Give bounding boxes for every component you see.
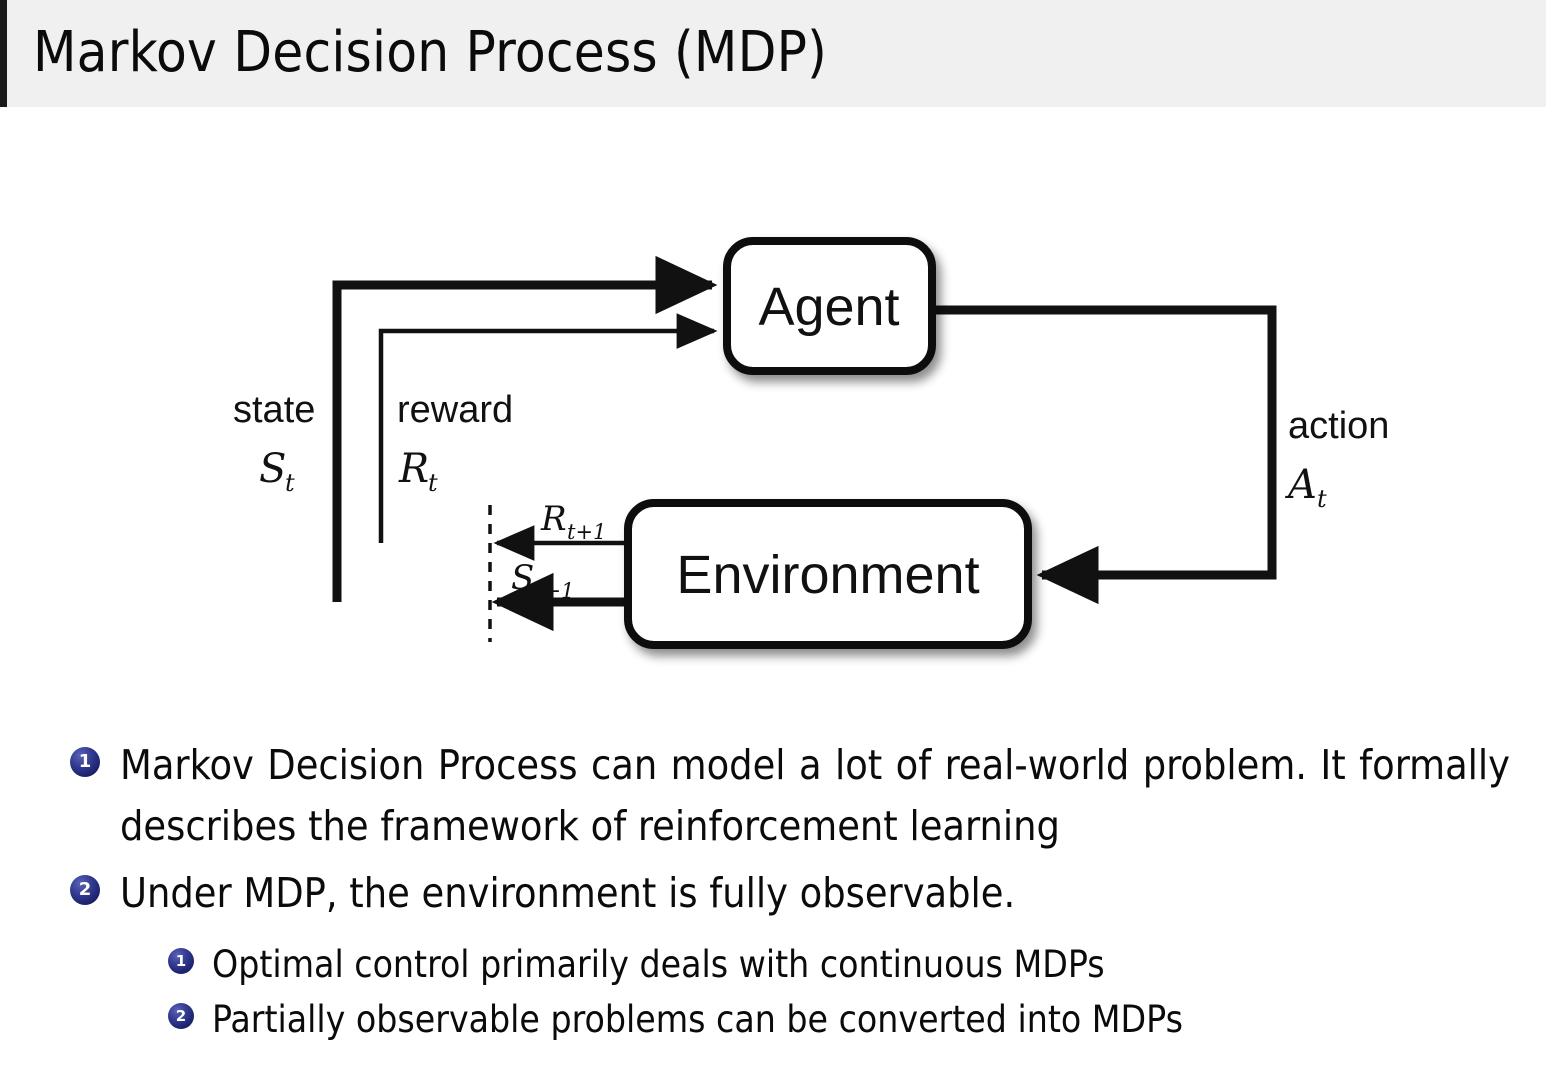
- state-symbol: S: [259, 446, 286, 492]
- action-symbol-subscript: t: [1317, 485, 1327, 513]
- bullet-text: Under MDP, the environment is fully obse…: [120, 869, 1016, 917]
- reward-next-subscript: t+1: [567, 520, 606, 544]
- state-label-group: state S t: [233, 389, 315, 497]
- slide-header: Markov Decision Process (MDP): [0, 0, 1546, 107]
- agent-node: Agent: [723, 237, 936, 375]
- list-item: 1 Optimal control primarily deals with c…: [168, 938, 1546, 991]
- reward-symbol: R: [398, 446, 429, 492]
- reward-feedback-arrow: [378, 313, 718, 543]
- action-label: action: [1288, 405, 1389, 447]
- agent-box-label: Agent: [758, 277, 899, 337]
- action-label-group: action A t: [1284, 405, 1389, 513]
- reward-label: reward: [397, 389, 513, 431]
- list-item: 2 Under MDP, the environment is fully ob…: [70, 863, 1546, 924]
- bullet-text: Partially observable problems can be con…: [212, 998, 1183, 1041]
- bullet-number-badge: 2: [168, 1003, 194, 1029]
- state-next-subscript: t+1: [535, 579, 574, 603]
- state-next-symbol: S: [511, 558, 534, 598]
- bullet-number-badge: 1: [168, 948, 194, 974]
- state-label: state: [233, 389, 315, 431]
- bullet-number-badge: 2: [70, 875, 100, 905]
- bullet-text: Optimal control primarily deals with con…: [212, 943, 1105, 986]
- environment-box-label: Environment: [676, 545, 979, 605]
- bullet-list: 1 Markov Decision Process can model a lo…: [0, 735, 1546, 1046]
- list-item: 2 Partially observable problems can be c…: [168, 993, 1546, 1046]
- reward-next-symbol: R: [540, 499, 567, 539]
- reward-label-group: reward R t: [397, 389, 513, 497]
- mdp-loop-diagram: Agent Environment state S t reward R t a…: [0, 150, 1546, 710]
- page-title: Markov Decision Process (MDP): [33, 20, 828, 85]
- list-item: 1 Markov Decision Process can model a lo…: [70, 735, 1546, 857]
- reward-next-label-group: R t+1: [540, 499, 606, 544]
- reward-symbol-subscript: t: [428, 469, 438, 497]
- state-next-label-group: S t+1: [511, 558, 574, 603]
- bullet-number-badge: 1: [70, 747, 100, 777]
- environment-node: Environment: [624, 499, 1032, 649]
- action-symbol: A: [1284, 462, 1317, 508]
- state-feedback-arrow: [332, 255, 718, 602]
- state-symbol-subscript: t: [285, 469, 295, 497]
- bullet-text: Markov Decision Process can model a lot …: [120, 741, 1510, 850]
- action-arrow: [932, 305, 1277, 605]
